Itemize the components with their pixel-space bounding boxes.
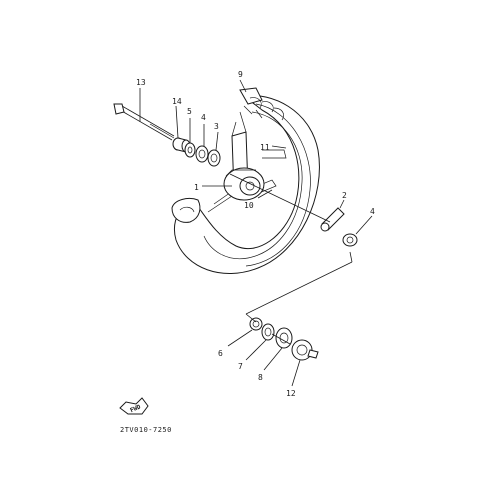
washer [261, 323, 275, 341]
oil-seal [184, 142, 196, 158]
axle [113, 103, 175, 141]
fwd-label: FWD [129, 403, 142, 414]
drawing-code: 2TV010-7250 [120, 426, 172, 434]
callout-2: 2 [342, 191, 347, 200]
assembly-lines [229, 173, 353, 345]
callout-9: 9 [238, 70, 243, 79]
callout-14: 14 [172, 97, 182, 106]
callout-7: 7 [238, 362, 243, 371]
spacer-flange [320, 207, 345, 232]
callouts: 13 14 5 4 3 9 11 1 10 2 4 6 7 8 12 [136, 70, 375, 398]
callout-6: 6 [218, 349, 223, 358]
bearing-right [342, 233, 358, 247]
callout-3: 3 [214, 122, 219, 131]
callout-4-right: 4 [370, 207, 375, 216]
tire-tread [239, 87, 284, 121]
collar [207, 149, 221, 167]
callout-12: 12 [286, 389, 296, 398]
callout-4-upper: 4 [201, 113, 206, 122]
callout-1: 1 [194, 183, 199, 192]
callout-11: 11 [260, 143, 270, 152]
callout-13: 13 [136, 78, 146, 87]
callout-10: 10 [244, 201, 254, 210]
bearing-upper [195, 145, 209, 163]
gear-unit [291, 339, 319, 361]
callout-8: 8 [258, 373, 263, 382]
fwd-arrow: FWD [119, 397, 149, 415]
callout-5: 5 [187, 107, 192, 116]
wheel-hub [223, 167, 265, 201]
tire [171, 87, 320, 274]
leader-lines [139, 79, 373, 387]
circlip [249, 317, 263, 331]
